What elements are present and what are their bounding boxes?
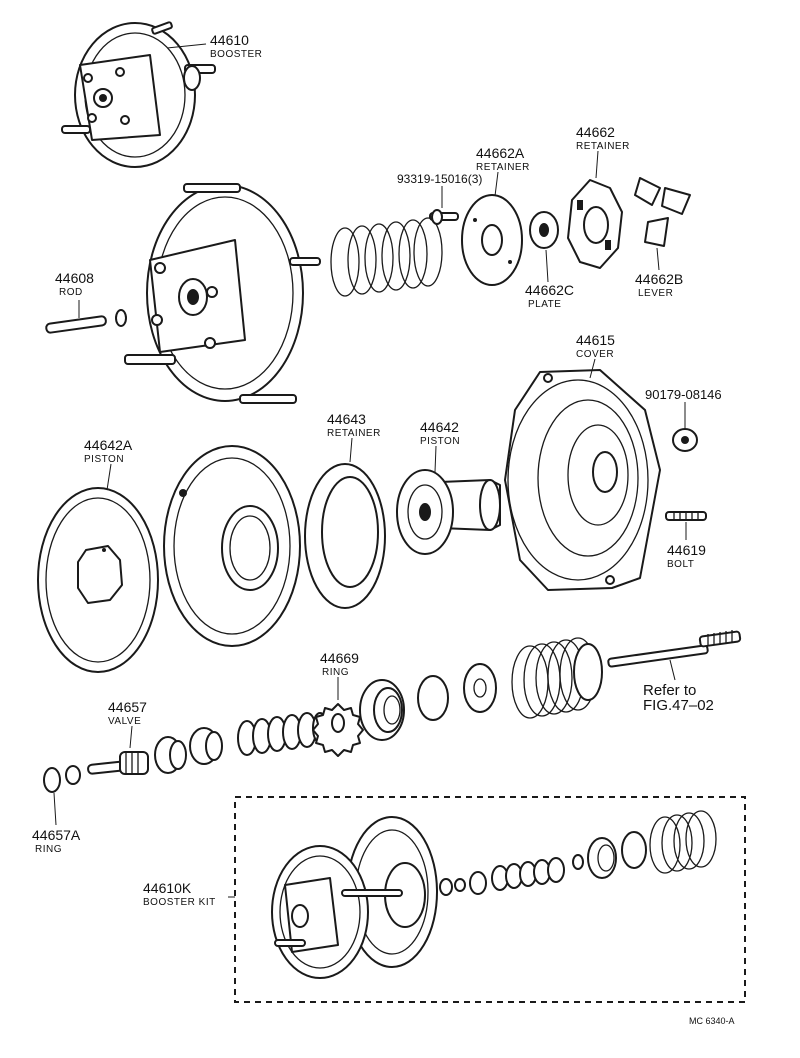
svg-text:44610K: 44610K (143, 880, 192, 896)
label-screw: 93319-15016(3) (397, 172, 482, 186)
svg-text:RETAINER: RETAINER (576, 141, 630, 152)
svg-text:44662C: 44662C (525, 282, 574, 298)
svg-text:90179-08146: 90179-08146 (645, 387, 722, 402)
bellows-drawing (511, 637, 603, 719)
svg-text:44657A: 44657A (32, 827, 81, 843)
retainer-star-drawing (567, 179, 623, 269)
svg-text:44662B: 44662B (635, 271, 683, 287)
svg-text:44610: 44610 (210, 32, 249, 48)
label-piston: 44642 PISTON (420, 419, 460, 447)
svg-text:PISTON: PISTON (420, 436, 460, 447)
svg-text:44669: 44669 (320, 650, 359, 666)
retainer-seal-drawing (304, 463, 386, 609)
label-retainer-seal: 44643 RETAINER (327, 411, 381, 439)
valve-drawing (87, 751, 149, 775)
diaphragm-drawing (163, 445, 301, 647)
svg-text:LEVER: LEVER (638, 288, 673, 299)
label-valve: 44657 VALVE (108, 699, 147, 727)
label-retainer-a: 44662A RETAINER (476, 145, 530, 173)
rod-drawing (45, 309, 127, 334)
seal-cup-drawing (359, 679, 405, 741)
svg-text:Refer to: Refer to (643, 682, 696, 699)
svg-text:FIG.47–02: FIG.47–02 (643, 697, 714, 714)
svg-text:RING: RING (322, 667, 349, 678)
svg-text:RETAINER: RETAINER (476, 162, 530, 173)
label-cover: 44615 COVER (576, 332, 615, 360)
ring-drawing (312, 703, 364, 757)
svg-text:BOOSTER: BOOSTER (210, 49, 262, 60)
svg-text:ROD: ROD (59, 287, 83, 298)
label-plate: 44662C PLATE (525, 282, 574, 310)
svg-text:44615: 44615 (576, 332, 615, 348)
svg-text:BOOSTER KIT: BOOSTER KIT (143, 897, 216, 908)
front-shell-drawing (124, 183, 321, 404)
bolt-drawing (665, 511, 707, 521)
svg-text:44642: 44642 (420, 419, 459, 435)
booster-kit-drawing (271, 810, 717, 979)
piston-a-drawing (37, 487, 159, 673)
label-nut: 90179-08146 (645, 387, 722, 402)
svg-text:RING: RING (35, 844, 62, 855)
piston-drawing (396, 469, 501, 555)
svg-text:44643: 44643 (327, 411, 366, 427)
reference-note: Refer to FIG.47–02 (643, 682, 714, 714)
booster-drawing (61, 21, 216, 168)
svg-text:44619: 44619 (667, 542, 706, 558)
retainer-a-drawing (461, 194, 523, 286)
label-lever: 44662B LEVER (635, 271, 683, 299)
push-rod-drawing (607, 630, 742, 668)
svg-text:44662A: 44662A (476, 145, 525, 161)
label-bolt: 44619 BOLT (667, 542, 706, 570)
svg-text:COVER: COVER (576, 349, 614, 360)
svg-text:PISTON: PISTON (84, 454, 124, 465)
svg-text:93319-15016(3): 93319-15016(3) (397, 172, 482, 186)
svg-text:44662: 44662 (576, 124, 615, 140)
label-retainer: 44662 RETAINER (576, 124, 630, 152)
plate-drawing (529, 211, 559, 249)
label-rod: 44608 ROD (55, 270, 94, 298)
booster-kit-boundary (234, 796, 746, 1003)
valve-components-drawing (154, 712, 328, 774)
label-booster: 44610 BOOSTER (210, 32, 262, 60)
ring-a-drawing (43, 765, 81, 793)
screw-drawing (429, 209, 459, 225)
label-piston-a: 44642A PISTON (84, 437, 133, 465)
svg-text:RETAINER: RETAINER (327, 428, 381, 439)
svg-text:PLATE: PLATE (528, 299, 561, 310)
spring-drawing (330, 217, 443, 297)
svg-text:44608: 44608 (55, 270, 94, 286)
nut-drawing (672, 428, 698, 452)
lever-drawing (634, 177, 691, 247)
disc-small-drawing (417, 663, 497, 721)
svg-text:BOLT: BOLT (667, 559, 694, 570)
cover-drawing (504, 369, 661, 591)
svg-text:VALVE: VALVE (108, 716, 141, 727)
label-booster-kit: 44610K BOOSTER KIT (143, 880, 216, 908)
label-ring: 44669 RING (320, 650, 359, 678)
label-ring-a: 44657A RING (32, 827, 81, 855)
svg-text:44657: 44657 (108, 699, 147, 715)
svg-text:44642A: 44642A (84, 437, 133, 453)
figure-code: MC 6340-A (689, 1016, 735, 1026)
